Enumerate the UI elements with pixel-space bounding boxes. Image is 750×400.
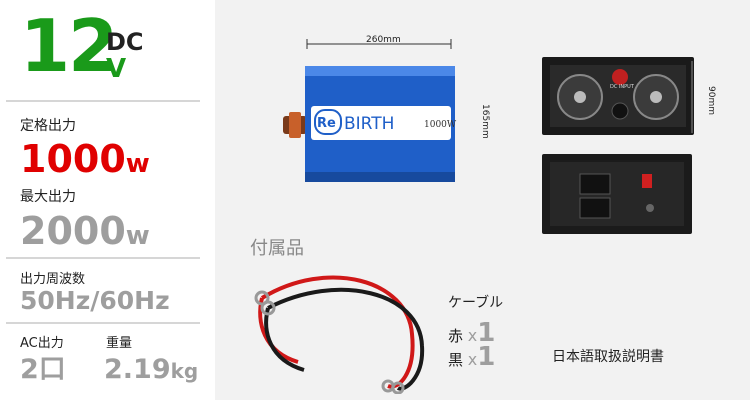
manual-label: 日本語取扱説明書 — [552, 349, 664, 365]
power-switch-icon — [642, 174, 652, 188]
rated-output-number: 1000 — [20, 137, 126, 181]
accessories-title: 付属品 — [250, 238, 304, 259]
red-cable-label: 赤 — [448, 327, 464, 345]
inverter-rear-fan-image — [542, 57, 694, 135]
ac-output-value: 2口 — [20, 354, 66, 385]
model-label: 1000W — [424, 120, 457, 130]
black-cable-count: 黒 x1 — [448, 342, 495, 372]
depth-dimension: 90mm — [706, 86, 716, 115]
inverter-front-image — [283, 39, 455, 182]
ac-outlet-icon — [579, 173, 611, 195]
cable-label: ケーブル — [448, 295, 504, 311]
divider — [6, 322, 200, 324]
max-output-number: 2000 — [20, 209, 126, 253]
positive-terminal — [612, 69, 628, 85]
weight-value: 2.19kg — [104, 356, 198, 383]
spec-panel: 12 DC V 定格出力 1000w 最大出力 2000w 出力周波数 50Hz… — [0, 0, 215, 400]
ring-terminal-icon — [260, 300, 276, 316]
height-dimension: 165mm — [480, 104, 490, 139]
dc-input-label: DC INPUT — [610, 84, 634, 90]
rated-output-label: 定格出力 — [20, 118, 76, 134]
brand-plate — [311, 106, 451, 140]
ac-output-label: AC出力 — [20, 336, 64, 351]
voltage-value: 12 — [20, 4, 118, 88]
divider — [6, 100, 200, 102]
black-cable-label: 黒 — [448, 351, 464, 369]
brand-prefix: Re — [317, 116, 336, 131]
max-output-value: 2000w — [20, 212, 150, 250]
rated-output-unit: w — [125, 149, 150, 179]
black-count: 1 — [477, 342, 496, 372]
red-cable-count: 赤 x1 — [448, 318, 495, 348]
red-count: 1 — [477, 318, 496, 348]
times-symbol: x — [467, 326, 478, 345]
weight-number: 2.19 — [104, 354, 171, 385]
times-symbol: x — [467, 350, 478, 369]
rated-output-value: 1000w — [20, 140, 150, 178]
width-dimension: 260mm — [366, 35, 401, 45]
max-output-label: 最大出力 — [20, 189, 76, 205]
max-output-unit: w — [125, 221, 150, 251]
frequency-label: 出力周波数 — [20, 272, 86, 287]
dc-label: DC — [106, 28, 144, 56]
ac-outlet-icon — [579, 197, 611, 219]
v-label: V — [106, 54, 127, 84]
weight-label: 重量 — [106, 336, 133, 351]
divider — [6, 257, 200, 259]
frequency-value: 50Hz/60Hz — [20, 286, 170, 315]
cable-image — [254, 275, 425, 394]
brand-name: BIRTH — [344, 114, 395, 134]
weight-unit: kg — [170, 359, 199, 383]
inverter-outlet-image — [542, 154, 692, 234]
